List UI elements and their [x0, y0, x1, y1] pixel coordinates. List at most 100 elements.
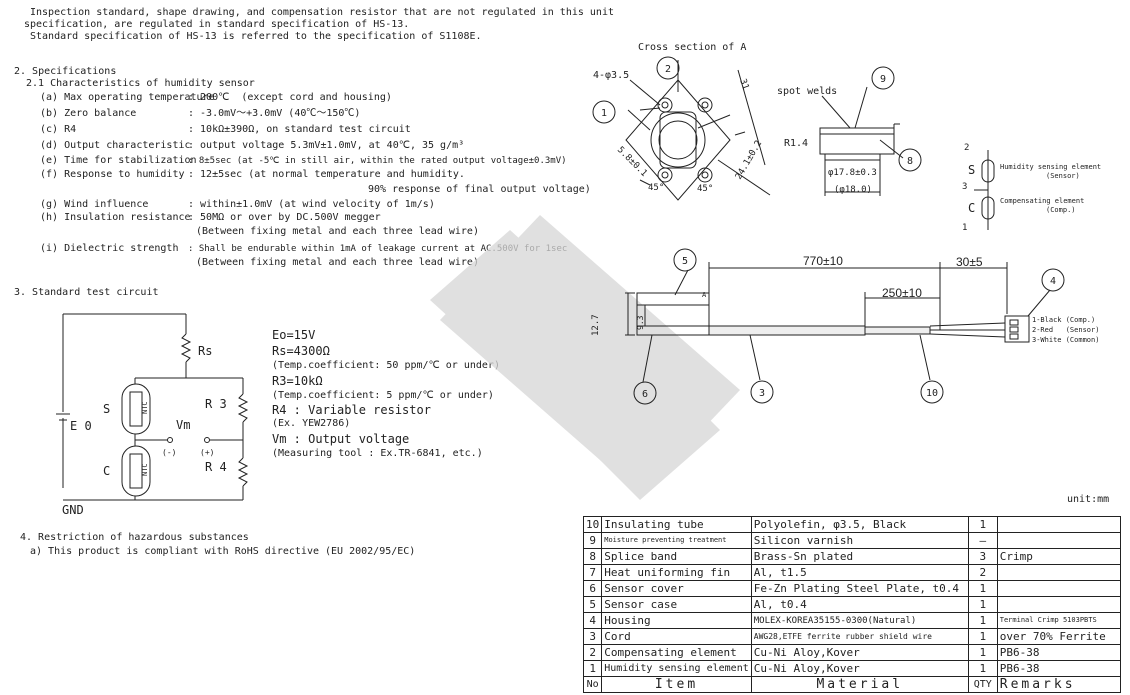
r14-label: R1.4 — [784, 138, 809, 149]
header-qty: QTY — [967, 676, 998, 693]
row-material: Cu-Ni Aloy,Kover — [750, 644, 969, 661]
dim-58: 5.8±0.1 — [615, 145, 649, 179]
circuit-note: (Temp.coefficient: 5 ppm/℃ or under) — [272, 390, 494, 401]
hole-dim: 4-φ3.5 — [593, 70, 630, 81]
table-row: 4 Housing MOLEX-KOREA35155-0300(Natural)… — [582, 612, 1121, 629]
row-no: 2 — [582, 644, 603, 661]
callout-2: 2 — [665, 64, 671, 75]
length-250: 250±10 — [882, 286, 922, 300]
row-material: Silicon varnish — [750, 532, 969, 549]
row-material: Cu-Ni Aloy,Kover — [750, 660, 969, 677]
spec-value: (Between fixing metal and each three lea… — [196, 226, 479, 237]
spec-label: (a) Max operating temperature — [40, 92, 215, 103]
spec-subtitle: 2.1 Characteristics of humidity sensor — [26, 78, 255, 89]
legend-comp-2: (Comp.) — [1046, 206, 1076, 214]
row-no: 1 — [582, 660, 603, 677]
spec-label: (i) Dielectric strength — [40, 243, 179, 254]
table-row: 6 Sensor cover Fe-Zn Plating Steel Plate… — [582, 580, 1121, 597]
wire-1-label: 1-Black (Comp.) — [1032, 316, 1096, 324]
bill-of-materials: 10 Insulating tube Polyolefin, φ3.5, Bla… — [582, 516, 1121, 693]
row-no: 9 — [582, 532, 603, 549]
dim-31: 31 — [737, 78, 750, 92]
row-material: Brass-Sn plated — [750, 548, 969, 565]
angle-45-right: 45° — [697, 184, 714, 194]
callout-6-circle — [633, 381, 657, 405]
restriction-title: 4. Restriction of hazardous substances — [20, 532, 249, 543]
callout-4: 4 — [1050, 276, 1056, 287]
label-vm: Vm — [176, 418, 191, 432]
row-remarks — [996, 596, 1121, 613]
cross-section-view — [625, 60, 771, 201]
row-item: Cord — [601, 628, 752, 645]
row-remarks — [996, 580, 1121, 597]
callout-6: 6 — [642, 389, 648, 400]
row-qty: 1 — [967, 580, 998, 597]
callout-5: 5 — [682, 256, 688, 267]
row-item: Heat uniforming fin — [601, 564, 752, 581]
callout-2-circle — [656, 56, 680, 80]
spec-title: 2. Specifications — [14, 66, 117, 77]
header-remarks: Remarks — [996, 676, 1121, 693]
row-no: 3 — [582, 628, 603, 645]
row-remarks — [996, 516, 1121, 533]
label-r4: R 4 — [205, 460, 227, 474]
callout-8: 8 — [907, 156, 913, 167]
header-no: No — [582, 676, 603, 693]
intro-line-3: Standard specification of HS-13 is refer… — [30, 31, 482, 42]
spec-value: : 10kΩ±390Ω, on standard test circuit — [188, 124, 411, 135]
row-remarks: Crimp — [996, 548, 1121, 565]
restriction-line: a) This product is compliant with RoHS d… — [30, 546, 416, 557]
legend-pin-1: 1 — [962, 223, 968, 233]
a-mark: A — [702, 291, 707, 299]
circuit-note: Rs=4300Ω — [272, 344, 330, 358]
intro-line-1: Inspection standard, shape drawing, and … — [30, 7, 614, 18]
callout-5-circle — [673, 248, 697, 272]
element-symbol — [974, 150, 995, 230]
dim-h93: 9.3 — [636, 315, 645, 330]
callout-markers — [592, 56, 1065, 405]
length-30: 30±5 — [956, 255, 983, 269]
circuit-note: (Temp.coefficient: 50 ppm/℃ or under) — [272, 360, 500, 371]
circuit-note: (Measuring tool : Ex.TR-6841, etc.) — [272, 448, 483, 459]
label-plus: (+) — [200, 448, 215, 457]
row-no: 8 — [582, 548, 603, 565]
row-item: Compensating element — [601, 644, 752, 661]
table-row: 5 Sensor case Al, t0.4 1 — [582, 596, 1121, 613]
spec-label: (e) Time for stabilization — [40, 155, 197, 166]
spec-value: : output voltage 5.3mV±1.0mV, at 40℃, 35… — [188, 140, 465, 151]
row-qty: 1 — [967, 628, 998, 645]
wire-2-label: 2-Red (Sensor) — [1032, 326, 1100, 334]
callout-9: 9 — [880, 74, 886, 85]
label-rs: Rs — [198, 344, 213, 358]
row-qty: 1 — [967, 612, 998, 629]
dim-h127: 12.7 — [591, 314, 601, 336]
table-row: 1 Humidity sensing element Cu-Ni Aloy,Ko… — [582, 660, 1121, 677]
row-remarks: over 70% Ferrite — [996, 628, 1121, 645]
circuit-note: Vm : Output voltage — [272, 432, 410, 446]
table-row: 10 Insulating tube Polyolefin, φ3.5, Bla… — [582, 516, 1121, 533]
ntc-label-sensor: NTC — [141, 401, 149, 414]
row-material: Fe-Zn Plating Steel Plate, t0.4 — [750, 580, 969, 597]
circuit-note: Eo=15V — [272, 328, 316, 342]
label-r3: R 3 — [205, 397, 227, 411]
label-s: S — [103, 402, 111, 416]
spec-label: (b) Zero balance — [40, 108, 137, 119]
circuit-note: R4 : Variable resistor — [272, 403, 431, 417]
legend-sensor-2: (Sensor) — [1046, 172, 1080, 180]
row-material: AWG28,ETFE ferrite rubber shield wire — [750, 628, 969, 645]
row-item: Humidity sensing element — [601, 660, 752, 677]
callout-9-circle — [871, 66, 895, 90]
d180-label: (φ18.0) — [834, 185, 872, 195]
intro-line-2: specification, are regulated in standard… — [24, 19, 410, 30]
callout-4-circle — [1041, 268, 1065, 292]
row-qty: 1 — [967, 516, 998, 533]
legend-c: C — [968, 201, 976, 215]
ntc-label-comp: NTC — [141, 463, 149, 476]
row-remarks: PB6-38 — [996, 660, 1121, 677]
spec-label: (f) Response to humidity — [40, 169, 185, 180]
legend-pin-3: 3 — [962, 182, 968, 192]
side-view — [819, 86, 904, 196]
length-770: 770±10 — [803, 254, 843, 268]
spec-value: 90% response of final output voltage) — [368, 184, 591, 195]
callout-10: 10 — [926, 388, 938, 399]
